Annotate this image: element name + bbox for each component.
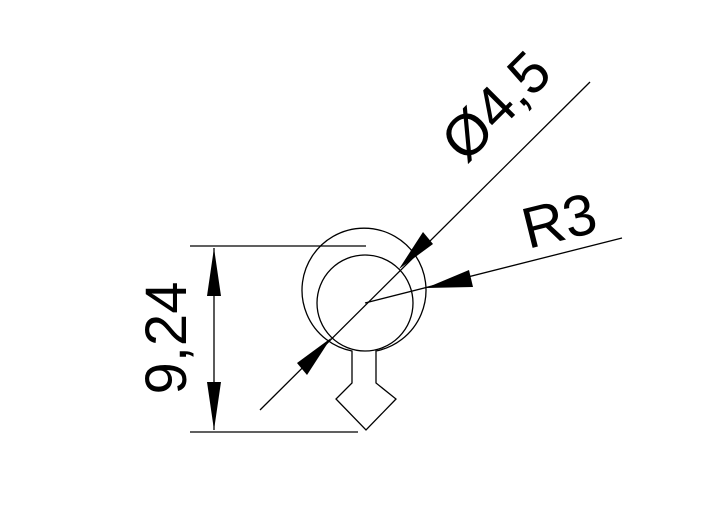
arrowhead-diameter-lower xyxy=(297,338,331,375)
height-dimension: 9,24 xyxy=(134,245,366,433)
seal-outline xyxy=(301,227,427,431)
diameter-dimension-label: Ø4,5 xyxy=(429,39,564,174)
arrowhead-up xyxy=(207,248,221,296)
seal-inner-bore xyxy=(316,254,414,352)
arrowhead-radius xyxy=(426,270,473,288)
radius-leader-line xyxy=(364,237,623,304)
arrowhead-diameter-upper xyxy=(399,232,433,269)
height-dimension-label: 9,24 xyxy=(134,282,199,395)
seal-profile xyxy=(301,227,427,431)
radius-dimension-label: R3 xyxy=(515,181,603,262)
arrowhead-down xyxy=(207,382,221,430)
